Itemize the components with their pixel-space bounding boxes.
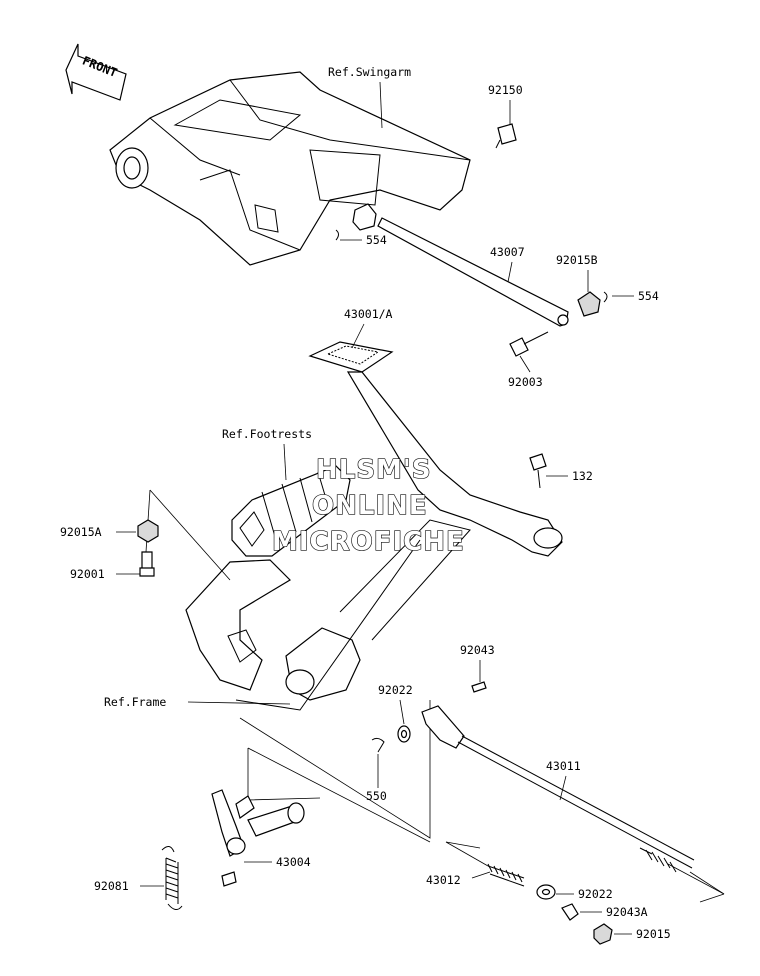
- callout-43007: 43007: [490, 245, 525, 259]
- swingarm: [109, 71, 471, 266]
- callout-92015A: 92015A: [60, 525, 102, 539]
- callout-92150: 92150: [488, 83, 523, 97]
- callout-92015: 92015: [636, 927, 671, 941]
- nut-92015: [593, 923, 613, 945]
- cotter-550: [371, 737, 385, 753]
- ref-frame-label: Ref.Frame: [104, 695, 166, 709]
- callout-92003: 92003: [508, 375, 543, 389]
- footrest: [231, 465, 351, 557]
- ref-footrests-label: Ref.Footrests: [222, 427, 312, 441]
- callout-43012: 43012: [426, 873, 461, 887]
- callout-92043A: 92043A: [606, 905, 648, 919]
- callout-92015B: 92015B: [556, 253, 598, 267]
- callout-550: 550: [366, 789, 387, 803]
- washer-92022-b: [536, 884, 556, 900]
- callout-92022-a: 92022: [378, 683, 413, 697]
- rod-43007: [377, 217, 569, 327]
- callout-43004: 43004: [276, 855, 311, 869]
- callout-554-a: 554: [366, 233, 387, 247]
- spring-92081: [161, 846, 183, 910]
- nut-92015B: [577, 291, 608, 317]
- nut-swingarm: [335, 203, 377, 241]
- front-arrow-icon: FRONT: [65, 43, 127, 101]
- callout-92001: 92001: [70, 567, 105, 581]
- ref-swingarm-label: Ref.Swingarm: [328, 65, 411, 79]
- watermark-line-2: ONLINE: [312, 491, 428, 521]
- collar-92043A: [561, 903, 579, 921]
- bolt-92001: [139, 551, 155, 577]
- bolt-92150: [495, 123, 517, 149]
- ref-swingarm-leader: [379, 81, 383, 129]
- lever-43004: [211, 789, 305, 887]
- brake-pedal-43001A: [308, 341, 563, 557]
- callout-43011: 43011: [546, 759, 581, 773]
- rod-43011: [421, 705, 695, 873]
- watermark-line-3: MICROFICHE: [272, 527, 465, 557]
- callout-554-b: 554: [638, 289, 659, 303]
- callout-92043: 92043: [460, 643, 495, 657]
- watermark-line-1: HLSM'S: [316, 455, 432, 485]
- callout-92081: 92081: [94, 879, 129, 893]
- bolt-92003: [509, 331, 549, 357]
- callout-92022-b: 92022: [578, 887, 613, 901]
- callout-43001A: 43001/A: [344, 307, 393, 321]
- pin-92043: [471, 681, 487, 693]
- callout-132: 132: [572, 469, 593, 483]
- washer-92022-a: [397, 725, 411, 743]
- bolt-132: [529, 453, 547, 489]
- spring-43012: [487, 863, 525, 887]
- nut-92015A: [137, 519, 159, 543]
